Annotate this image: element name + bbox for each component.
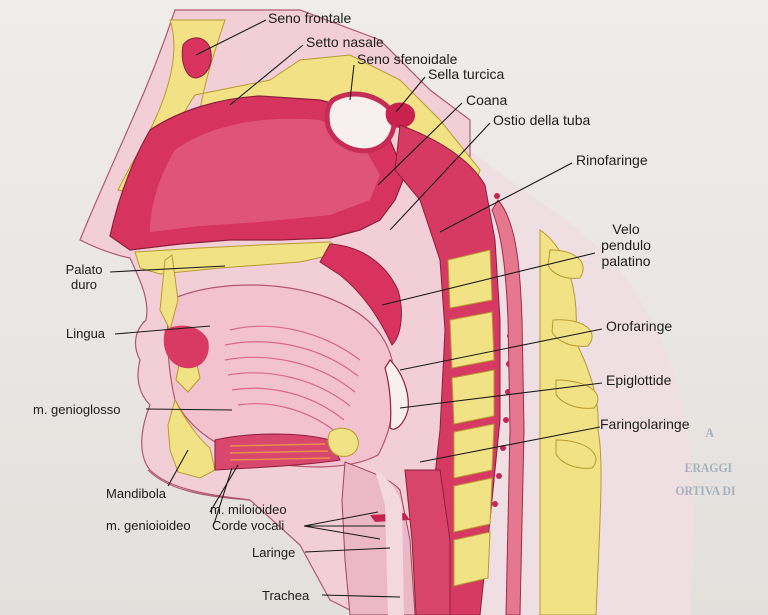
label-palato-line-2: duro [70, 277, 98, 292]
label-laringe: Laringe [252, 545, 296, 560]
bleed-text-3: ORTIVA DI [675, 483, 736, 498]
laryngeal-lumen [375, 470, 404, 615]
cervical-spine [447, 229, 602, 615]
label-corde-vocali: Corde vocali [212, 518, 285, 533]
label-velo-pendulo-palatino: Velo pendulo palatino [596, 221, 656, 269]
label-orofaringe: Orofaringe [606, 318, 673, 334]
sphenoid-sinus [324, 91, 397, 154]
label-coana: Coana [466, 92, 508, 108]
label-velo-line-1: Velo [612, 221, 640, 237]
label-ostio-della-tuba: Ostio della tuba [493, 112, 591, 128]
spinal-canal [491, 199, 525, 615]
label-velo-line-2: pendulo [601, 237, 651, 253]
label-velo-line-3: palatino [601, 253, 651, 269]
label-faringolaringe: Faringolaringe [600, 416, 690, 432]
label-m-genioglosso: m. genioglosso [33, 402, 121, 417]
sella-turcica [385, 102, 416, 128]
epiglottis [384, 359, 409, 430]
frontal-sinus [181, 37, 212, 79]
upper-incisor [159, 254, 179, 332]
lip-red-area [163, 325, 209, 369]
label-seno-frontale: Seno frontale [268, 10, 352, 26]
label-rinofaringe: Rinofaringe [576, 152, 648, 168]
bleed-text-1: A [705, 425, 714, 440]
esophagus [404, 469, 451, 615]
soft-palate [319, 243, 402, 346]
hyoid-bone [327, 427, 359, 457]
label-sella-turcica: Sella turcica [428, 66, 505, 82]
nasal-septum-light [150, 118, 380, 232]
label-trachea: Trachea [262, 588, 310, 603]
mandible [167, 398, 216, 479]
label-epiglottide: Epiglottide [606, 372, 672, 388]
leader-lines [109, 19, 603, 598]
label-seno-sfenoidale: Seno sfenoidale [357, 51, 458, 67]
label-mandibola: Mandibola [106, 486, 166, 501]
label-palato-duro: Palato duro [56, 262, 112, 292]
label-palato-line-1: Palato [65, 262, 103, 277]
label-lingua: Lingua [66, 326, 106, 341]
tongue-muscle-fibers [224, 325, 361, 433]
label-m-miloioideo: m. miloioideo [210, 502, 287, 517]
label-m-genioioideo: m. genioioideo [106, 518, 191, 533]
floor-muscle-fibers [229, 443, 331, 461]
chin-outline [147, 469, 251, 501]
label-setto-nasale: Setto nasale [306, 34, 384, 50]
bleed-text-2: ERAGGI [684, 460, 733, 475]
